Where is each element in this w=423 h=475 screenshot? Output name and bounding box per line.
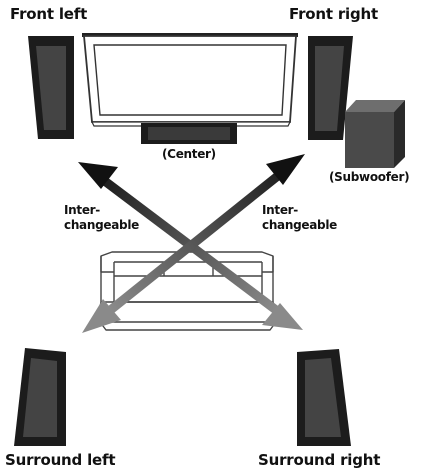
- surround-right-label: Surround right: [258, 451, 381, 469]
- interchangeable-right-line1: Inter-: [262, 203, 298, 217]
- center-speaker: [141, 123, 237, 144]
- front-right-label: Front right: [289, 5, 378, 23]
- front-left-speaker: [28, 36, 74, 139]
- front-right-speaker: [308, 36, 353, 140]
- television: [82, 33, 298, 127]
- subwoofer-label: (Subwoofer): [329, 170, 410, 184]
- front-left-label: Front left: [10, 5, 88, 23]
- surround-left-speaker: [14, 348, 66, 446]
- arrow-front-right-surround-left: [82, 154, 305, 333]
- interchangeable-left-line1: Inter-: [64, 203, 100, 217]
- interchangeable-left-label: Inter- changeable: [64, 203, 139, 233]
- center-label: (Center): [162, 147, 216, 161]
- surround-left-label: Surround left: [5, 451, 116, 469]
- interchangeable-left-line2: changeable: [64, 218, 139, 232]
- interchangeable-right-line2: changeable: [262, 218, 337, 232]
- surround-right-speaker: [297, 349, 351, 446]
- subwoofer: [345, 100, 405, 168]
- interchangeable-right-label: Inter- changeable: [262, 203, 337, 233]
